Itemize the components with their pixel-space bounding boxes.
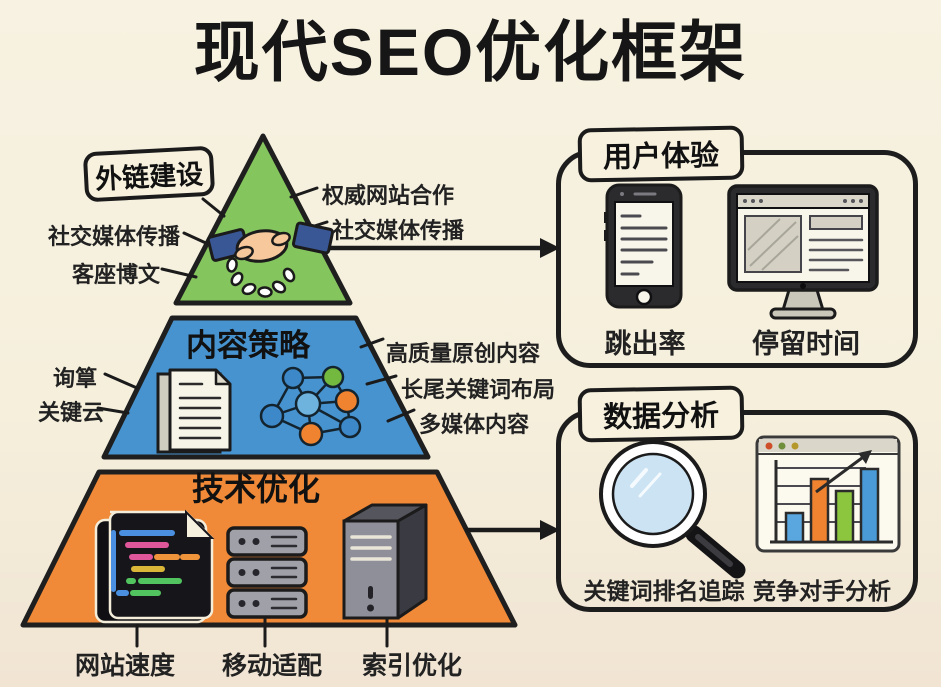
handshake-chain-icon <box>206 221 335 298</box>
label-guest-blog: 客座博文 <box>71 262 160 287</box>
network-graph-icon <box>259 365 362 447</box>
pyramid-level-link-building <box>173 133 353 306</box>
document-stack-icon <box>156 368 232 454</box>
label-index-opt: 索引优化 <box>361 652 462 680</box>
label-multimedia-content: 多媒体内容 <box>419 412 530 437</box>
label-longtail-keywords: 长尾关键词布局 <box>401 377 556 402</box>
label-high-quality: 高质量原创内容 <box>386 341 541 366</box>
connector-lines <box>96 186 416 648</box>
label-site-speed: 网站速度 <box>74 652 175 680</box>
smartphone-icon <box>604 183 683 309</box>
label-keyword-cloud: 关键云 <box>37 400 104 425</box>
label-authority-sites: 权威网站合作 <box>322 183 455 208</box>
label-keyword-ranking: 关键词排名追踪 <box>583 578 745 604</box>
level-title-content-strategy: 内容策略 <box>186 328 310 363</box>
page-title: 现代SEO优化框架 <box>193 15 748 89</box>
bar-chart-icon <box>755 435 901 553</box>
server-tower-icon <box>342 503 428 620</box>
label-competitor-analysis: 竞争对手分析 <box>753 578 891 604</box>
label-social-media-left: 社交媒体传播 <box>47 224 180 249</box>
code-file-icon <box>94 509 215 624</box>
arrow-to-user-experience <box>319 238 560 258</box>
desktop-monitor-icon <box>727 184 879 320</box>
label-bounce-rate: 跳出率 <box>604 329 686 359</box>
label-xunsuan: 询筸 <box>52 366 97 391</box>
label-dwell-time: 停留时间 <box>752 329 860 359</box>
magnifier-icon <box>599 440 746 579</box>
level-title-technical: 技术优化 <box>191 471 320 507</box>
arrow-to-data-analysis <box>465 520 560 540</box>
label-social-media-right: 社交媒体传播 <box>332 218 465 243</box>
level-tab-link-building: 外链建设 <box>82 145 216 203</box>
server-stack-icon <box>226 526 308 619</box>
panel-tab-data-analysis: 数据分析 <box>577 385 745 443</box>
panel-tab-user-experience: 用户体验 <box>577 125 745 183</box>
label-mobile-fit: 移动适配 <box>221 652 322 680</box>
